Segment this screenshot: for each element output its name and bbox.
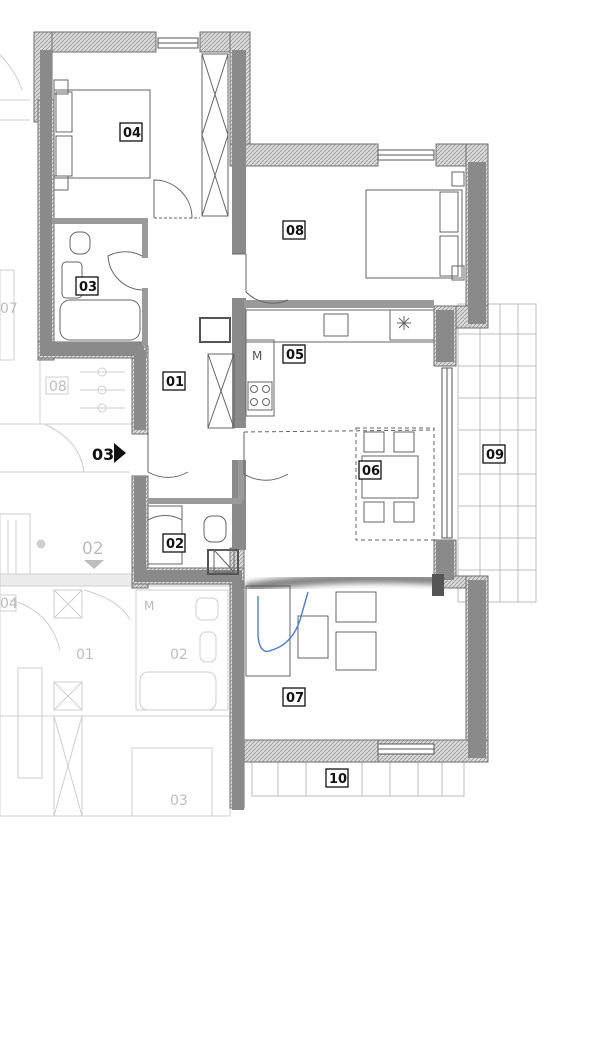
neighbor-label-01: 01 (76, 647, 94, 663)
room-label-05: 05 (282, 344, 306, 364)
wall-solid (40, 50, 486, 810)
ghost-entrance-label: 02 (82, 539, 104, 559)
room-label-01: 01 (162, 371, 186, 391)
room-label-04: 04 (119, 122, 143, 142)
neighbor-label-08: 08 (49, 379, 67, 395)
pencil-smudge (245, 573, 443, 593)
neighbor-label-02: 02 (170, 647, 188, 663)
room-label-08: 08 (282, 220, 306, 240)
smudge-end (432, 574, 444, 596)
room-label-09: 09 (482, 444, 506, 464)
room-label-06: 06 (358, 460, 382, 480)
ghost-entrance-arrow-icon (84, 560, 104, 569)
room-label-03: 03 (75, 276, 99, 296)
entrance-arrow-icon (114, 443, 126, 463)
room-labels: 04 03 08 01 05 06 09 02 (75, 122, 506, 788)
svg-text:05: 05 (286, 348, 304, 363)
windows (157, 37, 453, 755)
neighbor-room-labels: 07 08 04 01 02 03 M 02 (0, 301, 188, 809)
entrance-marker: 03 (92, 443, 126, 464)
svg-text:01: 01 (166, 375, 184, 390)
extractor-icon (397, 316, 411, 330)
svg-text:07: 07 (286, 691, 304, 706)
furniture (53, 53, 465, 677)
entrance-label: 03 (92, 445, 114, 464)
svg-text:08: 08 (286, 224, 304, 239)
terrace-10 (251, 761, 465, 797)
kitchen-marker: M (252, 349, 262, 363)
neighbor-label-07: 07 (0, 301, 18, 317)
bed-04 (53, 89, 151, 179)
neighbor-apartment (0, 54, 233, 817)
interior-walls (52, 218, 434, 575)
svg-text:06: 06 (362, 464, 380, 479)
room-label-07: 07 (282, 687, 306, 707)
neighbor-label-04: 04 (0, 596, 18, 612)
svg-text:09: 09 (486, 448, 504, 463)
walls (33, 31, 489, 809)
room-label-02: 02 (162, 533, 186, 553)
svg-text:04: 04 (123, 126, 141, 141)
svg-text:03: 03 (79, 280, 97, 295)
neighbor-label-03: 03 (170, 793, 188, 809)
room-label-10: 10 (325, 768, 349, 788)
neighbor-kitchen-marker: M (144, 599, 154, 613)
svg-text:10: 10 (329, 772, 347, 787)
blue-sketch-mark (257, 591, 309, 653)
svg-text:02: 02 (166, 537, 184, 552)
